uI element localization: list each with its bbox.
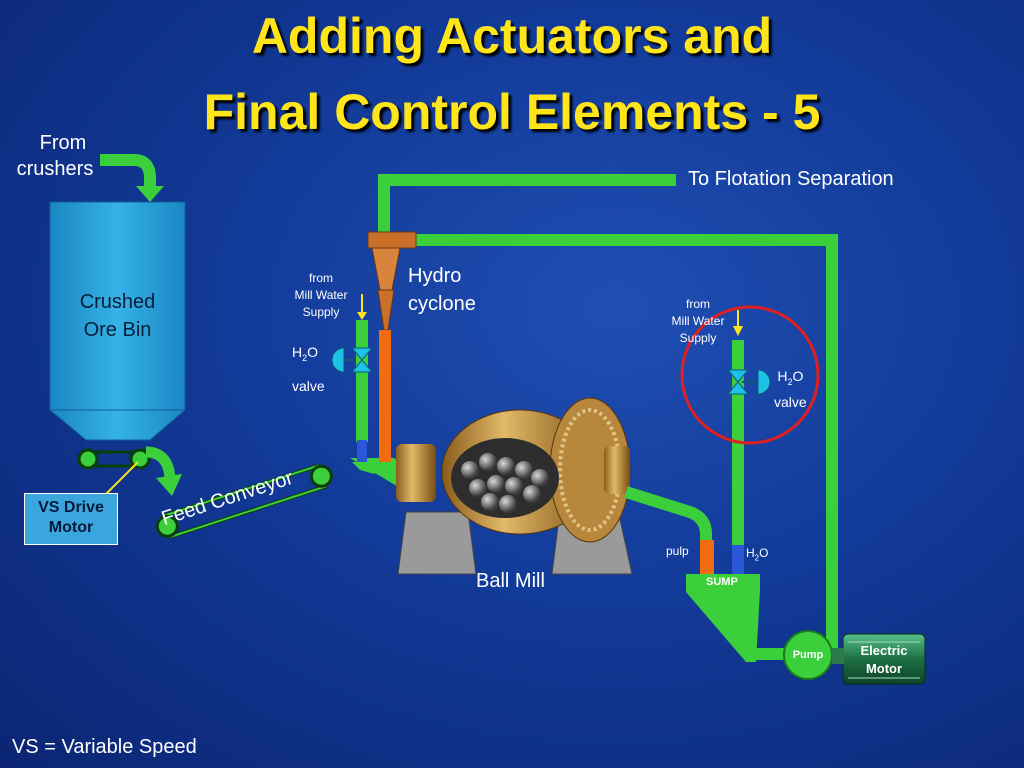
ball-mill (396, 397, 633, 575)
right-valve-word: valve (774, 393, 807, 410)
left-water-supply-arrowhead (357, 312, 367, 320)
ore-bin-line2: Ore Bin (83, 319, 152, 341)
electric-motor-line1: Electric (860, 643, 908, 658)
right-h2o-valve (726, 369, 771, 395)
overflow-pipe-to-flotation (378, 174, 676, 238)
sump-h2o-label: H2O (746, 546, 768, 562)
left-valve-sub: 2 (302, 352, 308, 363)
from-crushers-label: From crushers (17, 130, 98, 182)
right-valve-h2o: H2O (774, 366, 807, 392)
sump-water-stream (732, 545, 744, 574)
vs-drive-line1: VS Drive (38, 499, 104, 516)
right-valve-h: H (777, 368, 788, 384)
hydrocyclone-label: Hydro cyclone (408, 262, 476, 318)
left-supply-line3: Supply (302, 305, 340, 319)
sump-h2o-o: O (759, 546, 769, 560)
from-crushers-line1: From (39, 132, 87, 154)
pulp-label: pulp (666, 544, 689, 558)
mill-discharge-pipe (624, 486, 712, 540)
ore-bin-label: Crushed Ore Bin (50, 288, 185, 344)
right-water-supply-label: from Mill Water Supply (662, 296, 734, 347)
from-crushers-arrowhead (136, 186, 164, 202)
right-valve-o: O (792, 368, 804, 384)
hydrocyclone-line1: Hydro (408, 265, 462, 287)
feed-conveyor (155, 463, 333, 540)
right-water-supply-arrowhead (733, 326, 743, 336)
pump-discharge-pipe (416, 234, 838, 652)
bin-to-conveyor-arrow (145, 446, 176, 479)
left-valve-word: valve (292, 377, 325, 394)
sump-h2o-sub: 2 (754, 553, 760, 563)
vs-drive-text: VS Drive Motor (25, 498, 117, 538)
sump-h2o-h: H (746, 546, 755, 560)
left-water-supply-label: from Mill Water Supply (285, 270, 357, 321)
left-supply-line1: from (309, 271, 333, 285)
ball-mill-label: Ball Mill (476, 570, 545, 592)
hydrocyclone (367, 231, 417, 462)
sump (686, 574, 760, 662)
right-supply-line1: from (686, 297, 710, 311)
from-crushers-arrow (100, 154, 156, 188)
pulp-stream (700, 540, 714, 574)
hydrocyclone-line2: cyclone (408, 293, 476, 315)
highlight-circle (680, 305, 820, 445)
electric-motor-line2: Motor (865, 661, 903, 676)
right-valve-sub: 2 (787, 376, 793, 387)
left-valve-h: H (292, 344, 303, 360)
from-crushers-line2: crushers (16, 158, 94, 180)
mill-balls (461, 453, 549, 513)
to-flotation-label: To Flotation Separation (688, 168, 894, 190)
page-title-line2: Final Control Elements - 5 (203, 84, 821, 140)
sump-label: SUMP (706, 576, 738, 588)
bin-feeder-belt (77, 448, 151, 470)
right-valve-label: H2O valve (774, 366, 807, 412)
left-supply-line2: Mill Water (294, 288, 348, 302)
ore-bin-line1: Crushed (79, 291, 156, 313)
right-supply-line3: Supply (679, 331, 717, 345)
left-h2o-valve (331, 347, 374, 373)
electric-motor-label: Electric Motor (845, 642, 923, 678)
vs-drive-motor: VS Drive Motor (24, 493, 118, 545)
bin-to-conveyor-arrowhead (156, 474, 182, 496)
ore-bin-hopper (48, 409, 187, 441)
left-valve-label: H2O valve (292, 338, 325, 400)
left-water-outlet (352, 462, 388, 474)
left-water-stream (357, 440, 367, 462)
right-supply-line2: Mill Water (671, 314, 725, 328)
left-valve-o: O (307, 344, 319, 360)
pump-label: Pump (792, 649, 824, 661)
vs-drive-line2: Motor (48, 519, 94, 536)
footnote: VS = Variable Speed (12, 736, 197, 758)
electric-motor (832, 633, 926, 685)
left-valve-h2o: H2O (292, 338, 325, 372)
page-title-line1: Adding Actuators and (251, 8, 773, 64)
